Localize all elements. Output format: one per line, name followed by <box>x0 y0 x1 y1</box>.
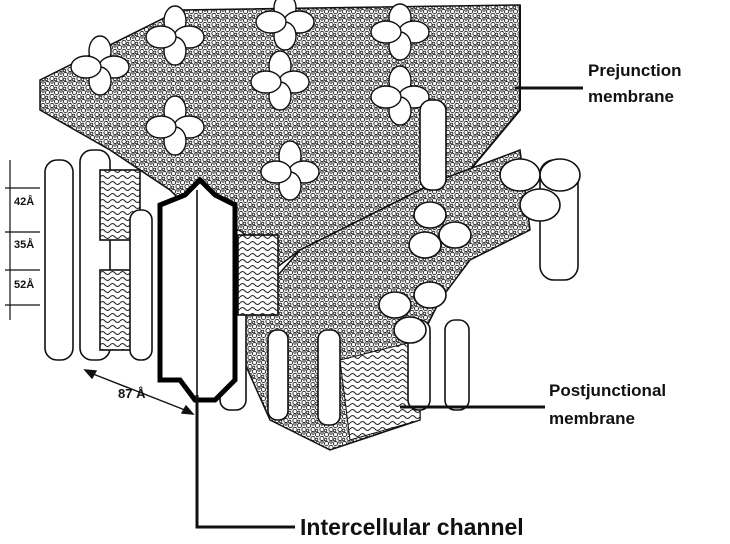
prejunction-label-line1: Prejunction <box>588 61 682 80</box>
thickness-label-42: 42Å <box>14 195 34 208</box>
thickness-label-52: 52Å <box>14 278 34 291</box>
intercellular-channel-pore <box>160 180 235 400</box>
channel-label: Intercellular channel <box>300 514 524 540</box>
postjunctional-label-line2: membrane <box>549 409 635 428</box>
gap-width-label: 87 Å <box>118 386 146 401</box>
postjunctional-label-line1: Postjunctional <box>549 381 666 400</box>
thickness-label-35: 35Å <box>14 238 34 251</box>
prejunction-label-line2: membrane <box>588 87 674 106</box>
